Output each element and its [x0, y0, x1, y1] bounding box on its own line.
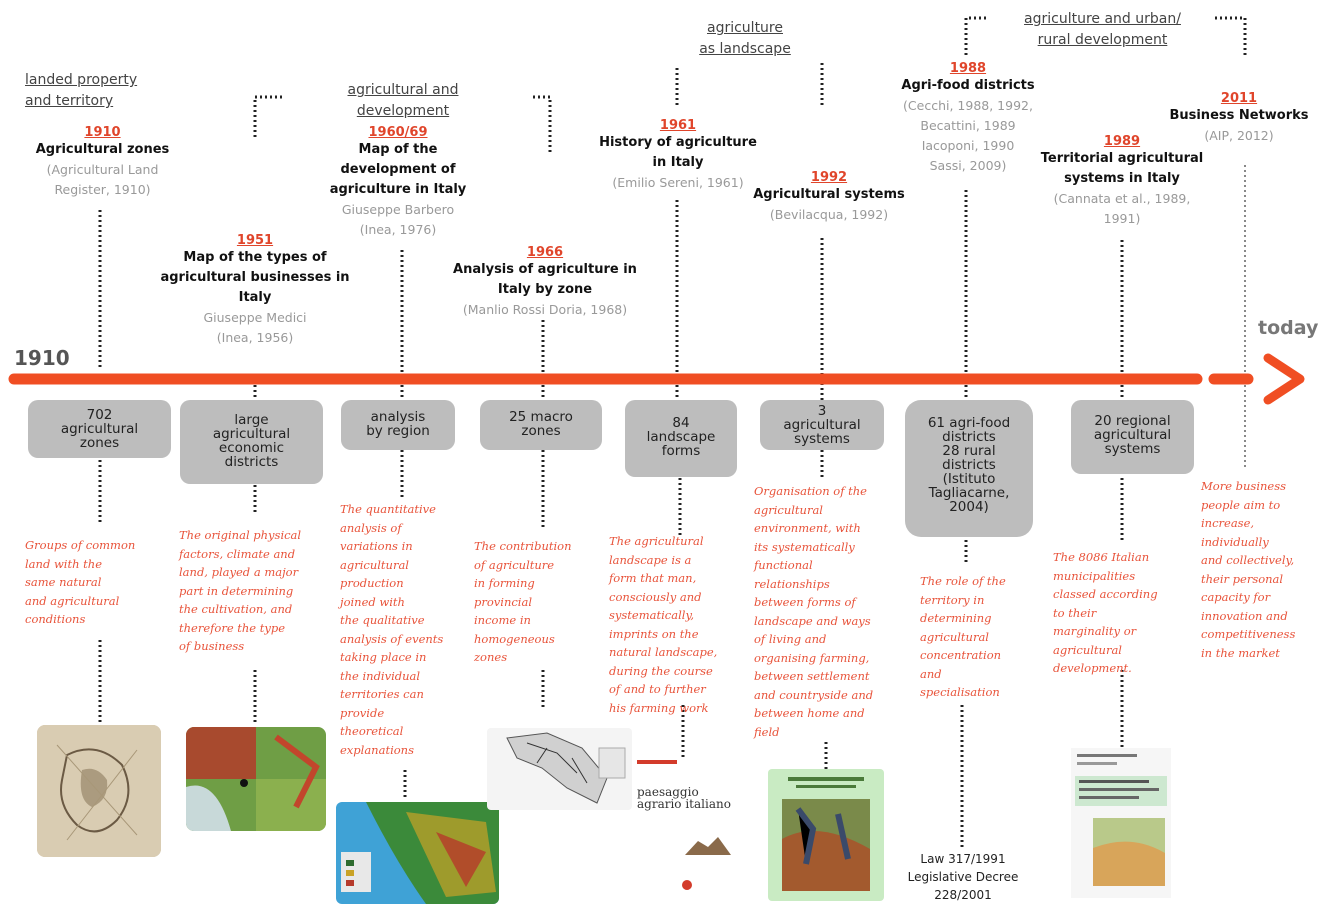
connector-line: [964, 16, 986, 55]
description-note: The role of the territory in determining…: [920, 574, 1006, 699]
milestone-title: Agricultural systems: [753, 187, 905, 202]
timeline-start-label: 1910: [14, 346, 70, 370]
law-reference: Law 317/1991 Legislative Decree 228/2001: [907, 852, 1019, 902]
milestone-source: (Cecchi, 1988, 1992, Becattini, 1989 Iac…: [903, 98, 1033, 173]
connector-line: [533, 95, 552, 155]
macro-zones-map-image: [487, 728, 632, 810]
description-note: Groups of common land with the same natu…: [25, 538, 136, 626]
connector-line: [1215, 16, 1247, 55]
zone-box: 20 regional agricultural systems: [1071, 400, 1194, 474]
theme-heading: agriculture and urban/ rural development: [1024, 11, 1181, 48]
milestone-source: (Manlio Rossi Doria, 1968): [462, 302, 628, 317]
milestone-year: 1966: [526, 245, 564, 260]
description-note: The original physical factors, climate a…: [179, 528, 302, 653]
zone-box: 61 agri-food districts 28 rural district…: [905, 400, 1033, 537]
timeline-arrow: [8, 353, 1305, 405]
territorial-systems-document-image: [1071, 748, 1171, 898]
milestone-year: 2011: [1220, 91, 1258, 106]
timeline-end-label: today: [1258, 317, 1319, 339]
milestone: 1992 Agricultural systems (Bevilacqua, 1…: [748, 170, 910, 225]
connector-line: [253, 95, 282, 140]
zone-box: 25 macro zones: [480, 400, 602, 450]
milestone-source: (Cannata et al., 1989, 1991): [1053, 191, 1191, 226]
zone-box: large agricultural economic districts: [180, 400, 323, 484]
milestone-title: Map of the types of agricultural busines…: [160, 250, 350, 305]
milestone-title: Territorial agricultural systems in Ital…: [1040, 151, 1204, 186]
zone-box: 3 agricultural systems: [760, 400, 884, 450]
development-map-image: [336, 802, 499, 904]
publisher-logo-icon: [682, 880, 692, 890]
description-note: The agricultural landscape is a form tha…: [609, 534, 718, 715]
milestone: 1988 Agri-food districts (Cecchi, 1988, …: [888, 61, 1048, 176]
zone-box: 84 landscape forms: [625, 400, 737, 477]
milestone: 1951 Map of the types of agricultural bu…: [150, 233, 360, 348]
milestone-year: 1992: [810, 170, 848, 185]
milestone: 1961 History of agriculture in Italy (Em…: [592, 118, 764, 193]
milestone-source: (Agricultural Land Register, 1910): [46, 162, 159, 197]
milestone-source: Giuseppe Medici (Inea, 1956): [203, 310, 307, 345]
milestone-title: History of agriculture in Italy: [599, 135, 757, 170]
description-note: More business people aim to increase, in…: [1201, 479, 1296, 660]
theme-heading: agriculture as landscape: [699, 20, 791, 57]
milestone-title: Business Networks: [1169, 108, 1309, 123]
description-note: The quantitative analysis of variations …: [340, 502, 444, 757]
milestone: 1989 Territorial agricultural systems in…: [1032, 134, 1212, 229]
description-note: The contribution of agriculture in formi…: [474, 539, 572, 664]
milestone-year: 1951: [236, 233, 274, 248]
milestone-source: Giuseppe Barbero (Inea, 1976): [341, 202, 455, 237]
milestone-year: 1961: [659, 118, 697, 133]
milestone-title: Map of the development of agriculture in…: [329, 142, 467, 197]
milestone-source: (AIP, 2012): [1204, 128, 1274, 143]
milestone-year: 1988: [949, 61, 987, 76]
cadastre-map-image: [37, 725, 161, 857]
milestone: 2011 Business Networks (AIP, 2012): [1160, 91, 1318, 146]
milestone-year: 1960/69: [368, 125, 428, 140]
zone-box: 702 agricultural zones: [28, 400, 171, 458]
book-accent-bar: [637, 760, 677, 764]
zone-box: analysis by region: [341, 400, 455, 450]
landscape-sketch-image: [683, 833, 733, 857]
business-types-map-image: [186, 727, 326, 831]
arrow-head-icon: [1263, 353, 1305, 405]
milestone-year: 1910: [84, 125, 121, 140]
milestone: 1910 Agricultural zones (Agricultural La…: [15, 125, 190, 200]
milestone-source: (Emilio Sereni, 1961): [612, 175, 744, 190]
milestone: 1966 Analysis of agriculture in Italy by…: [440, 245, 650, 320]
book-title: paesaggio agrario italiano: [637, 785, 731, 811]
milestone-title: Agricultural zones: [35, 142, 170, 157]
agricultural-systems-cover-image: [768, 769, 884, 901]
milestone-source: (Bevilacqua, 1992): [769, 207, 889, 222]
milestone-title: Analysis of agriculture in Italy by zone: [453, 262, 637, 297]
milestone-title: Agri-food districts: [901, 78, 1035, 93]
description-note: Organisation of the agricultural environ…: [754, 484, 874, 739]
book-cover-image: paesaggio agrario italiano: [637, 760, 737, 830]
theme-heading: agricultural and development: [347, 82, 459, 119]
milestone: 1960/69 Map of the development of agricu…: [318, 125, 478, 240]
theme-heading: landed property and territory: [25, 72, 138, 109]
description-note: The 8086 Italian municipalities classed …: [1053, 550, 1158, 675]
milestone-year: 1989: [1103, 134, 1141, 149]
